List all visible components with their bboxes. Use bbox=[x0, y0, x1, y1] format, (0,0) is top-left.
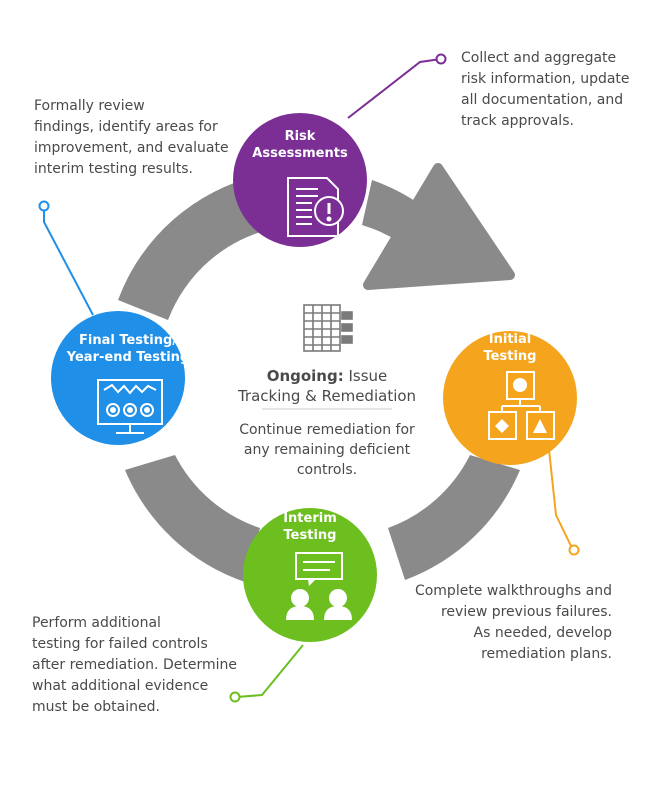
flowchart-icon bbox=[488, 371, 555, 440]
ring-segment-top-left bbox=[118, 175, 275, 320]
discussion-icon bbox=[286, 552, 352, 620]
ongoing-desc-line: controls. bbox=[296, 462, 358, 478]
note-line: remediation plans. bbox=[481, 646, 612, 662]
ongoing-title-line1: Ongoing: Issue bbox=[232, 366, 422, 386]
ring-segment-bottom-right bbox=[388, 455, 520, 580]
note-line: Complete walkthroughs and bbox=[414, 583, 612, 599]
note-line: risk information, update bbox=[461, 71, 630, 87]
note-line: Collect and aggregate bbox=[461, 50, 617, 66]
connector-final bbox=[43, 208, 94, 316]
note-line: after remediation. Determine bbox=[32, 657, 237, 673]
interim-title-line1: Interim bbox=[283, 511, 337, 526]
initial-title-line1: Initial bbox=[488, 332, 532, 347]
spreadsheet-icon bbox=[303, 304, 353, 352]
risk-title-line2: Assessments bbox=[252, 146, 348, 161]
connector-initial bbox=[547, 439, 573, 549]
interim-testing-title: Interim Testing bbox=[270, 510, 350, 544]
initial-title-line2: Testing bbox=[483, 349, 537, 364]
note-line: what additional evidence bbox=[32, 678, 209, 694]
ongoing-desc-line: any remaining deficient bbox=[243, 442, 411, 458]
note-interim-testing: Perform additional testing for failed co… bbox=[32, 613, 237, 718]
connector-interim bbox=[236, 644, 304, 698]
ring-segment-bottom-left bbox=[125, 455, 260, 582]
connector-dot-initial bbox=[568, 544, 580, 556]
note-line: interim testing results. bbox=[34, 161, 193, 177]
note-line: improvement, and evaluate bbox=[34, 140, 229, 156]
ongoing-desc-line: Continue remediation for bbox=[239, 422, 415, 438]
connector-dot-risk bbox=[435, 53, 447, 65]
cycle-ring bbox=[118, 163, 520, 582]
interim-title-line2: Testing bbox=[283, 528, 337, 543]
note-line: all documentation, and bbox=[461, 92, 624, 108]
note-risk-assessments: Collect and aggregate risk information, … bbox=[461, 48, 630, 132]
connector-risk bbox=[347, 58, 442, 119]
monitor-chart-icon bbox=[97, 379, 163, 434]
note-line: review previous failures. bbox=[440, 604, 612, 620]
ongoing-title-rest: Issue bbox=[348, 367, 388, 385]
note-line: must be obtained. bbox=[32, 699, 160, 715]
note-line: Formally review bbox=[34, 98, 145, 114]
risk-assessments-title: Risk Assessments bbox=[250, 128, 350, 162]
note-line: testing for failed controls bbox=[32, 636, 208, 652]
ongoing-description: Continue remediation for any remaining d… bbox=[232, 420, 422, 480]
note-line: track approvals. bbox=[461, 113, 574, 129]
final-testing-title: Final Testing/ Year-end Testing bbox=[63, 332, 193, 366]
risk-title-line1: Risk bbox=[284, 129, 316, 144]
note-line: Perform additional bbox=[32, 615, 161, 631]
connector-dot-final bbox=[38, 200, 50, 212]
final-title-line1: Final Testing/ bbox=[78, 333, 178, 348]
initial-testing-title: Initial Testing bbox=[470, 331, 550, 365]
note-line: As needed, develop bbox=[473, 625, 612, 641]
document-alert-icon bbox=[287, 177, 344, 237]
ongoing-title-line2: Tracking & Remediation bbox=[237, 387, 417, 405]
note-final-testing: Formally review findings, identify areas… bbox=[34, 96, 229, 180]
final-testing-circle bbox=[51, 311, 185, 445]
note-line: findings, identify areas for bbox=[34, 119, 218, 135]
cycle-arrowhead bbox=[363, 163, 515, 290]
ongoing-title: Ongoing: Issue Tracking & Remediation bbox=[232, 366, 422, 406]
final-title-line2: Year-end Testing bbox=[66, 350, 190, 365]
connector-dot-interim bbox=[229, 691, 241, 703]
ongoing-label: Ongoing: bbox=[266, 367, 344, 385]
note-initial-testing: Complete walkthroughs and review previou… bbox=[415, 581, 612, 665]
